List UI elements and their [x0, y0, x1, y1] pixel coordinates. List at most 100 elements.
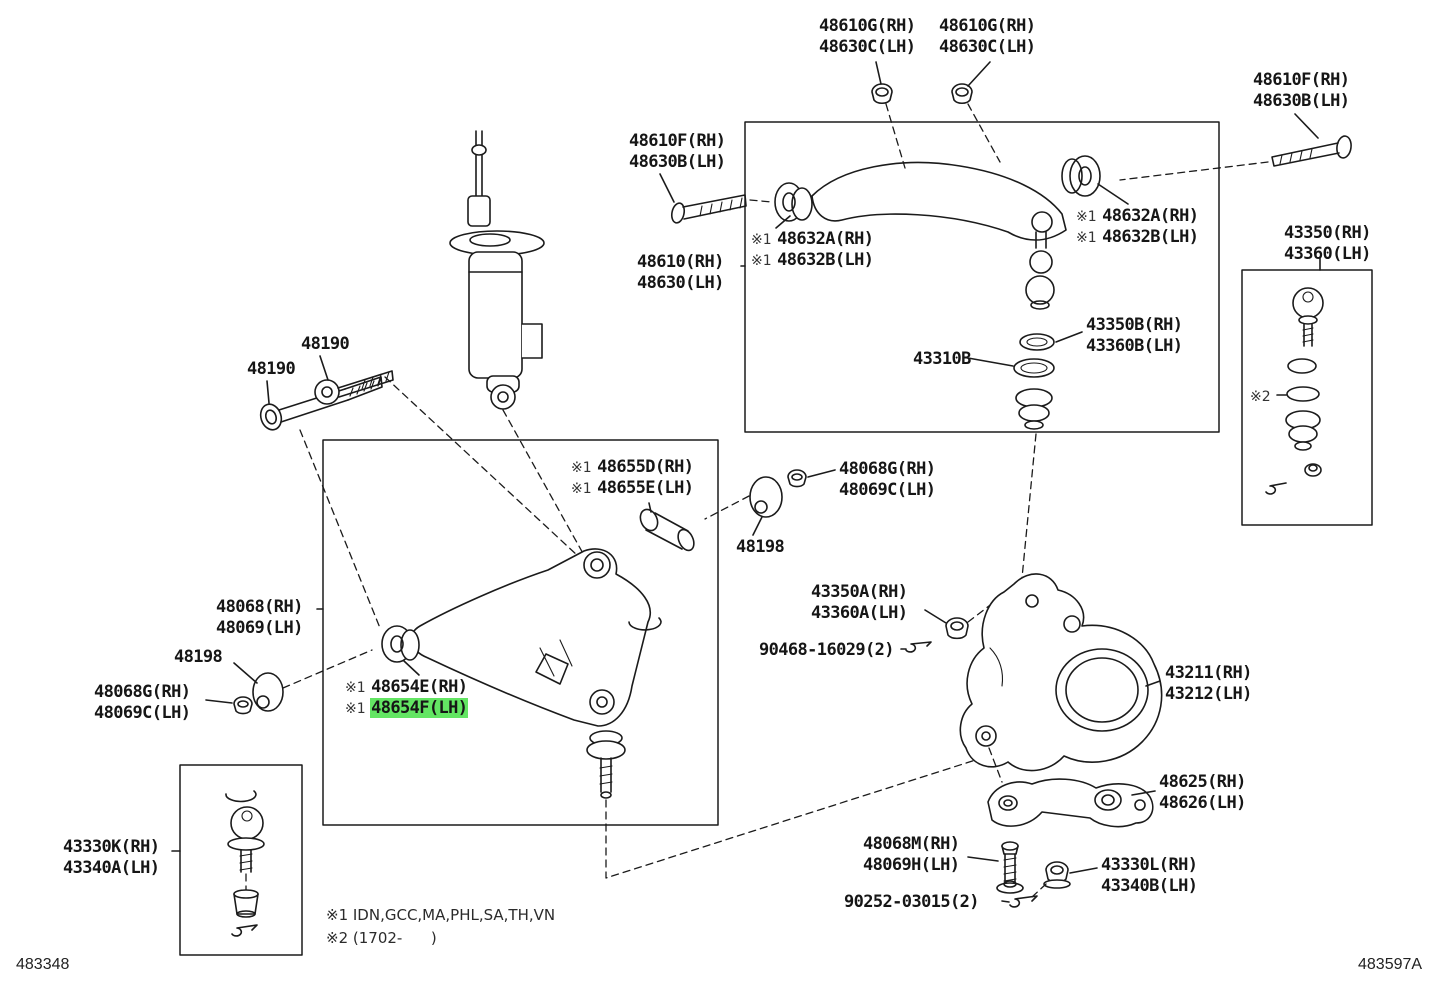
nut-48068g-left-art [205, 696, 253, 715]
leader-48625 [1131, 790, 1156, 796]
part-label-48610g-48630c-a[interactable]: 48610G(RH)48630C(LH) [818, 16, 916, 58]
part-label-43330l-43340b[interactable]: 43330L(RH)43340B(LH) [1100, 855, 1198, 897]
part-number[interactable]: 48190 [247, 359, 296, 379]
part-label-90252-03015[interactable]: 90252-03015(2) [843, 892, 980, 913]
part-number[interactable]: 48610G(RH) [819, 16, 916, 36]
part-number[interactable]: 48632A(RH) [777, 229, 874, 249]
leader-48610f-mid [659, 173, 675, 203]
part-number-highlighted[interactable]: 48654F(LH) [370, 698, 469, 718]
part-number[interactable]: 48069(LH) [216, 618, 303, 638]
part-label-48632-center[interactable]: ※1 48632A(RH) ※1 48632B(LH) [751, 229, 874, 271]
part-number[interactable]: 48068(RH) [216, 597, 303, 617]
part-label-line: 43350B(RH) [1085, 315, 1183, 336]
part-label-48610g-48630c-b[interactable]: 48610G(RH)48630C(LH) [938, 16, 1036, 58]
part-label-48190-top[interactable]: 48190 [300, 334, 350, 355]
lower-ball-joint-bracket-art [987, 778, 1154, 828]
part-number[interactable]: 43360B(LH) [1086, 336, 1183, 356]
part-label-48655[interactable]: ※1 48655D(RH)※1 48655E(LH) [571, 457, 694, 499]
part-label-48654[interactable]: ※1 48654E(RH)※1 48654F(LH) [345, 677, 469, 719]
part-label-line: 48610G(RH) [938, 16, 1036, 37]
part-number[interactable]: 48630B(LH) [1253, 91, 1350, 111]
part-label-48198-left[interactable]: 48198 [173, 647, 223, 668]
figure-code-left: 483348 [16, 956, 70, 973]
leader-43310b [967, 357, 1014, 367]
part-number[interactable]: 43211(RH) [1165, 663, 1252, 683]
part-number[interactable]: 43330K(RH) [63, 837, 160, 857]
part-number[interactable]: 48632A(RH) [1102, 206, 1199, 226]
part-number[interactable]: 48625(RH) [1159, 772, 1246, 792]
part-number[interactable]: 90468-16029(2) [759, 640, 894, 660]
part-label-48610f-48630b-top-right[interactable]: 48610F(RH)48630B(LH) [1252, 70, 1350, 112]
part-number[interactable]: 43360(LH) [1284, 244, 1371, 264]
reference-mark: ※1 [345, 680, 371, 696]
part-label-43350-43360[interactable]: 43350(RH)43360(LH) [1283, 223, 1372, 265]
leader-48632-right [1097, 183, 1129, 205]
part-number[interactable]: 48610(RH) [637, 252, 724, 272]
part-label-line: 48630C(LH) [938, 37, 1036, 58]
part-label-43350a-43360a[interactable]: 43350A(RH)43360A(LH) [810, 582, 908, 624]
part-label-48610f-48630b-mid[interactable]: 48610F(RH)48630B(LH) [628, 131, 726, 173]
part-label-48198-right[interactable]: 48198 [735, 537, 785, 558]
dashed-bolt-to-bushing [299, 429, 381, 629]
part-number[interactable]: 48610G(RH) [939, 16, 1036, 36]
part-number[interactable]: 48198 [174, 647, 223, 667]
part-number[interactable]: 48069C(LH) [839, 480, 936, 500]
part-number[interactable]: 48630C(LH) [819, 37, 916, 57]
part-number[interactable]: 43212(LH) [1165, 684, 1252, 704]
leader-43350b [1055, 331, 1083, 343]
part-label-43211-43212[interactable]: 43211(RH)43212(LH) [1164, 663, 1253, 705]
part-label-48068g-left[interactable]: 48068G(RH)48069C(LH) [93, 682, 191, 724]
reference-mark: ※1 [1076, 230, 1102, 246]
part-number[interactable]: 43310B [913, 349, 971, 369]
part-number[interactable]: 43350B(RH) [1086, 315, 1183, 335]
part-number[interactable]: 48069C(LH) [94, 703, 191, 723]
part-number[interactable]: 48610F(RH) [629, 131, 726, 151]
part-number[interactable]: 48610F(RH) [1253, 70, 1350, 90]
part-number[interactable]: 48654E(RH) [371, 677, 468, 697]
part-label-48632-right[interactable]: ※1 48632A(RH)※1 48632B(LH) [1076, 206, 1199, 248]
part-number[interactable]: 43350(RH) [1284, 223, 1371, 243]
reference-mark: ※1 [751, 253, 777, 269]
part-label-90468-16029[interactable]: 90468-16029(2) [758, 640, 895, 661]
part-label-ref2-mark[interactable]: ※2 [1250, 386, 1271, 407]
reference-mark: ※2 [1250, 389, 1271, 405]
part-number[interactable]: 48068G(RH) [839, 459, 936, 479]
part-label-48610-48630[interactable]: 48610(RH)48630(LH) [636, 252, 725, 294]
part-number[interactable]: 43340A(LH) [63, 858, 160, 878]
part-label-48625-48626[interactable]: 48625(RH)48626(LH) [1158, 772, 1247, 814]
part-number[interactable]: 48630(LH) [637, 273, 724, 293]
part-number[interactable]: 43330L(RH) [1101, 855, 1198, 875]
figure-code-right: 483597A [1358, 956, 1423, 973]
upper-ball-joint-kit-box [1241, 269, 1373, 526]
part-number[interactable]: 48632B(LH) [777, 250, 874, 270]
nut-43330l-art [1043, 861, 1071, 889]
part-label-48068m-48069h[interactable]: 48068M(RH)48069H(LH) [862, 834, 960, 876]
part-label-48068-48069[interactable]: 48068(RH)48069(LH) [215, 597, 304, 639]
part-number[interactable]: 48198 [736, 537, 785, 557]
lower-control-arm-group-box [322, 439, 719, 826]
part-number[interactable]: 48630B(LH) [629, 152, 726, 172]
part-label-line: ※1 48632A(RH) [751, 229, 874, 250]
part-label-43330k-43340a[interactable]: 43330K(RH)43340A(LH) [62, 837, 160, 879]
part-number[interactable]: 48068G(RH) [94, 682, 191, 702]
part-label-line: 43360B(LH) [1085, 336, 1183, 357]
part-number[interactable]: 43350A(RH) [811, 582, 908, 602]
part-number[interactable]: 48655E(LH) [597, 478, 694, 498]
part-number[interactable]: 48632B(LH) [1102, 227, 1199, 247]
part-number[interactable]: 90252-03015(2) [844, 892, 979, 912]
part-number[interactable]: 48190 [301, 334, 350, 354]
part-number[interactable]: 43360A(LH) [811, 603, 908, 623]
part-label-43310b[interactable]: 43310B [912, 349, 972, 370]
part-label-43350b-43360b[interactable]: 43350B(RH)43360B(LH) [1085, 315, 1183, 357]
part-number[interactable]: 43340B(LH) [1101, 876, 1198, 896]
part-number[interactable]: 48626(LH) [1159, 793, 1246, 813]
part-label-line: 43340B(LH) [1100, 876, 1198, 897]
part-number[interactable]: 48068M(RH) [863, 834, 960, 854]
part-number[interactable]: 48069H(LH) [863, 855, 960, 875]
part-label-48190-left[interactable]: 48190 [246, 359, 296, 380]
part-label-48068g-right[interactable]: 48068G(RH)48069C(LH) [838, 459, 936, 501]
part-number[interactable]: 48630C(LH) [939, 37, 1036, 57]
bolt-art-top-right [1271, 135, 1352, 167]
part-number[interactable]: 48655D(RH) [597, 457, 694, 477]
leader-43211 [1145, 680, 1161, 687]
